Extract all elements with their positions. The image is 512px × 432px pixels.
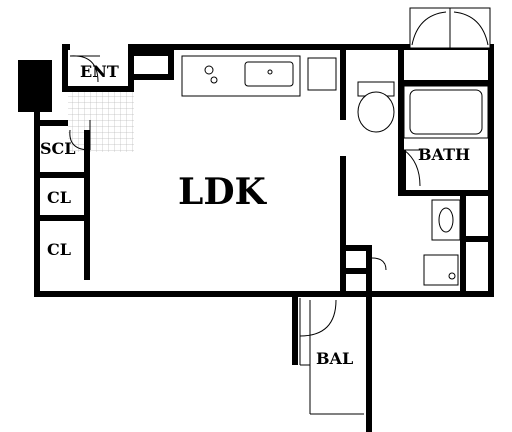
pillar-block [18, 60, 52, 112]
wash-basin-fixture [431, 199, 461, 241]
bathroom-window [409, 7, 491, 49]
interior-walls [34, 50, 494, 297]
room-label-bal: BAL [316, 349, 353, 368]
room-label-scl: SCL [40, 139, 76, 158]
toilet-fixture [357, 81, 395, 133]
room-label-bath: BATH [418, 145, 470, 164]
doors [69, 55, 421, 297]
room-label-ldk: LDK [178, 171, 268, 213]
washing-machine-pan [423, 254, 459, 286]
balcony [292, 293, 372, 432]
bathtub-fixture [403, 85, 489, 139]
room-label-cl-lower: CL [47, 240, 71, 259]
entrance-tile-floor [68, 92, 134, 152]
room-label-ent: ENT [80, 62, 119, 81]
room-label-cl-upper: CL [47, 188, 71, 207]
kitchen-counter [181, 55, 337, 97]
